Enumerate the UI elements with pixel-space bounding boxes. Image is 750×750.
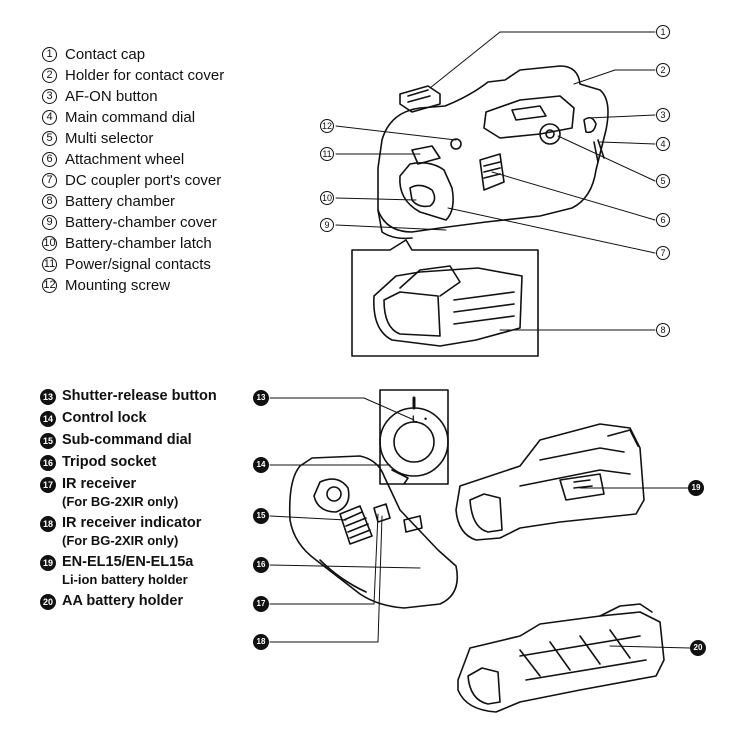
callout-number: 16 [40, 455, 56, 471]
callout-number: 17 [40, 477, 56, 493]
callout-10: 10 [320, 191, 334, 205]
callout-2: 2 [656, 63, 670, 77]
callout-number: 14 [40, 411, 56, 427]
legend-label: Attachment wheel [65, 151, 185, 168]
callout-number: 7 [42, 173, 57, 188]
legend-item: 18 IR receiver indicator (For BG-2XIR only… [40, 515, 217, 549]
legend-item: 1 Contact cap [42, 46, 224, 67]
battery-chamber-inset [351, 239, 539, 357]
callout-16: 16 [253, 557, 269, 573]
callout-7: 7 [656, 246, 670, 260]
callout-12: 12 [320, 119, 334, 133]
callout-number: 1 [42, 47, 57, 62]
legend-label: Main command dial [65, 109, 196, 126]
legend-label: Battery chamber [65, 193, 176, 210]
callout-13: 13 [253, 390, 269, 406]
legend-item: 20 AA battery holder [40, 593, 217, 610]
legend-label: AA battery holder [62, 593, 184, 609]
legend-item: 15 Sub-command dial [40, 432, 217, 449]
legend-item: 3 AF-ON button [42, 88, 224, 109]
legend-item: 12 Mounting screw [42, 277, 224, 298]
liion-battery-holder [455, 423, 645, 541]
callout-number: 8 [42, 194, 57, 209]
callout-8: 8 [656, 323, 670, 337]
leader-lines [269, 31, 691, 649]
legend-label: Contact cap [65, 46, 146, 63]
legend-item: 11 Power/signal contacts [42, 256, 224, 277]
legend-item: 7 DC coupler port's cover [42, 172, 224, 193]
legend-label: Holder for contact cover [65, 67, 225, 84]
callout-4: 4 [656, 137, 670, 151]
callout-14: 14 [253, 457, 269, 473]
legend-label: Tripod socket [62, 454, 157, 470]
legend-label: IR receiver indicator [62, 515, 202, 531]
callout-number: 3 [42, 89, 57, 104]
contact-cap [399, 85, 441, 113]
lock-mark-l: L [412, 414, 418, 424]
legend-item: 10 Battery-chamber latch [42, 235, 224, 256]
legend-label: EN-EL15/EN-EL15a [62, 554, 194, 570]
aa-battery-holder [457, 603, 665, 713]
legend-label: Power/signal contacts [65, 256, 211, 273]
legend-label: Sub-command dial [62, 432, 192, 448]
lock-mark-dot: • [424, 414, 428, 424]
control-lock-inset [379, 389, 449, 485]
callout-number: 18 [40, 516, 56, 532]
callout-number: 12 [42, 278, 57, 293]
grip-front-view [288, 455, 459, 609]
callout-17: 17 [253, 596, 269, 612]
legend-item: 5 Multi selector [42, 130, 224, 151]
legend-item: 9 Battery-chamber cover [42, 214, 224, 235]
legend-item: 13 Shutter-release button [40, 388, 217, 405]
callout-number: 15 [40, 433, 56, 449]
legend-item: 17 IR receiver (For BG-2XIR only) [40, 476, 217, 510]
legend-label: Battery-chamber cover [65, 214, 217, 231]
legend-item: 2 Holder for contact cover [42, 67, 224, 88]
callout-number: 10 [42, 236, 57, 251]
callout-1: 1 [656, 25, 670, 39]
legend-item: 4 Main command dial [42, 109, 224, 130]
legend-top: 1 Contact cap 2 Holder for contact cover 3… [42, 46, 224, 298]
callout-19: 19 [688, 480, 704, 496]
callout-number: 5 [42, 131, 57, 146]
legend-item: 8 Battery chamber [42, 193, 224, 214]
callout-3: 3 [656, 108, 670, 122]
legend-item: 14 Control lock [40, 410, 217, 427]
callout-number: 9 [42, 215, 57, 230]
legend-label: Control lock [62, 410, 147, 426]
legend-sublabel: Li-ion battery holder [62, 572, 188, 587]
callout-number: 2 [42, 68, 57, 83]
legend-label: DC coupler port's cover [65, 172, 222, 189]
legend-label: AF-ON button [65, 88, 158, 105]
callout-number: 19 [40, 555, 56, 571]
legend-item: 16 Tripod socket [40, 454, 217, 471]
callout-number: 4 [42, 110, 57, 125]
grip-top-view [377, 65, 609, 240]
callout-11: 11 [320, 147, 334, 161]
legend-label: IR receiver [62, 476, 137, 492]
callout-20: 20 [690, 640, 706, 656]
callout-number: 13 [40, 389, 56, 405]
legend-label: Shutter-release button [62, 388, 217, 404]
callout-number: 11 [42, 257, 57, 272]
callout-number: 6 [42, 152, 57, 167]
legend-label: Mounting screw [65, 277, 171, 294]
legend-label: Battery-chamber latch [65, 235, 212, 252]
legend-label: Multi selector [65, 130, 154, 147]
callout-15: 15 [253, 508, 269, 524]
callout-number: 20 [40, 594, 56, 610]
legend-item: 6 Attachment wheel [42, 151, 224, 172]
legend-sublabel: (For BG-2XIR only) [62, 533, 179, 548]
callout-9: 9 [320, 218, 334, 232]
callout-6: 6 [656, 213, 670, 227]
callout-5: 5 [656, 174, 670, 188]
callout-18: 18 [253, 634, 269, 650]
legend-sublabel: (For BG-2XIR only) [62, 494, 179, 509]
